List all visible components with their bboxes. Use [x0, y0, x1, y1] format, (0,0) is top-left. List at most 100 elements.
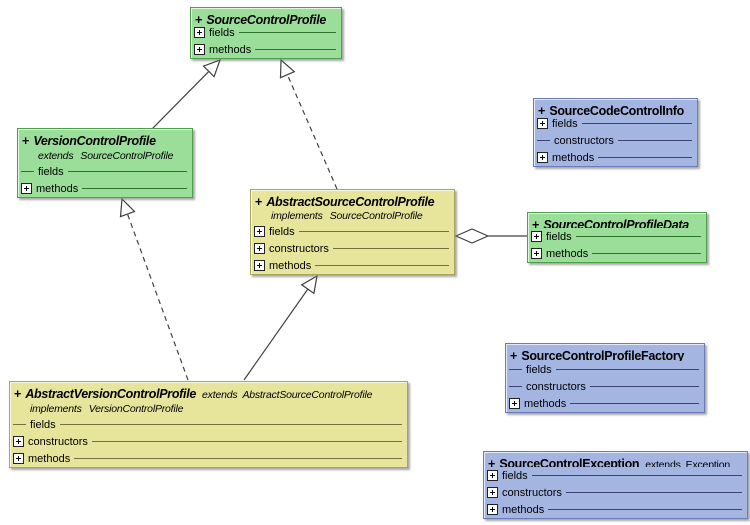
expand-icon[interactable] — [13, 453, 24, 464]
expand-icon[interactable] — [537, 118, 548, 129]
class-title: +SourceControlProfile — [191, 8, 341, 24]
section-label: fields — [209, 26, 235, 39]
section-label: methods — [552, 151, 595, 164]
realization-line — [126, 213, 189, 381]
section-rule — [589, 386, 699, 387]
triangle-arrowhead-icon — [202, 58, 221, 78]
section-label: fields — [30, 418, 56, 431]
extends-keyword: extends — [38, 150, 74, 162]
extends-keyword: extends — [645, 459, 681, 467]
expand-icon[interactable] — [254, 260, 265, 271]
section-label: constructors — [526, 380, 586, 393]
empty-section-icon — [13, 424, 26, 425]
section-rule — [91, 441, 402, 442]
class-name: SourceControlProfileData — [543, 218, 689, 228]
section-rule — [570, 403, 699, 404]
class-title: +SourceCodeControlInfo — [534, 99, 697, 115]
extends-type: AbstractSourceControlProfile — [242, 389, 373, 401]
aggregation-abstractsourcecontrolprofile-to-sourcecontrolprofiledata[interactable] — [454, 228, 527, 244]
section-row-methods: methods — [506, 395, 704, 412]
class-box-sourcecontrolprofiledata[interactable]: +SourceControlProfileData fields methods — [527, 212, 707, 263]
expand-icon[interactable] — [487, 470, 498, 481]
realization-line — [286, 74, 338, 190]
implements-keyword: implements — [30, 403, 82, 415]
visibility-modifier: + — [488, 457, 496, 467]
section-rule — [548, 509, 742, 510]
expand-icon[interactable] — [487, 487, 498, 498]
implements-type: SourceControlProfile — [329, 210, 423, 222]
section-row-methods: methods — [251, 257, 454, 274]
section-row-constructors: constructors — [484, 484, 747, 501]
section-label: fields — [38, 165, 64, 178]
class-box-sourcecontrolprofile[interactable]: +SourceControlProfile fields methods — [190, 7, 342, 59]
triangle-arrowhead-icon — [300, 274, 318, 295]
visibility-modifier: + — [14, 387, 22, 401]
section-label: methods — [209, 43, 252, 56]
section-row-constructors: constructors — [534, 132, 697, 149]
expand-icon[interactable] — [531, 248, 542, 259]
section-rule — [598, 157, 692, 158]
class-box-abstractsourcecontrolprofile[interactable]: +AbstractSourceControlProfile implements… — [250, 189, 455, 275]
class-box-sourcecontrolprofilefactory[interactable]: +SourceControlProfileFactory fields cons… — [505, 343, 705, 413]
extends-clause: extends Exception — [645, 459, 730, 467]
section-label: methods — [36, 182, 79, 195]
section-row-fields: fields — [191, 24, 341, 41]
expand-icon[interactable] — [531, 231, 542, 242]
section-label: constructors — [28, 435, 88, 448]
section-rule — [581, 123, 692, 124]
expand-icon[interactable] — [194, 27, 205, 38]
expand-icon[interactable] — [254, 243, 265, 254]
class-box-sourcecodecontrolinfo[interactable]: +SourceCodeControlInfo fields constructo… — [533, 98, 698, 167]
class-box-versioncontrolprofile[interactable]: +VersionControlProfile extends SourceCont… — [17, 128, 193, 198]
section-rule — [82, 188, 187, 189]
expand-icon[interactable] — [509, 398, 520, 409]
section-row-fields: fields — [251, 223, 454, 240]
realization-abstractversioncontrolprofile-to-versioncontrolprofile[interactable] — [119, 197, 189, 381]
visibility-modifier: + — [195, 13, 203, 24]
expand-icon[interactable] — [487, 504, 498, 515]
section-row-methods: methods — [534, 149, 697, 166]
section-row-methods: methods — [528, 245, 706, 262]
extends-type: Exception — [685, 459, 731, 467]
empty-section-icon — [21, 171, 34, 172]
class-name: SourceCodeControlInfo — [549, 104, 684, 115]
section-row-fields: fields — [18, 163, 192, 180]
section-rule — [238, 32, 336, 33]
realization-abstractsourcecontrolprofile-to-sourcecontrolprofile[interactable] — [279, 58, 338, 190]
section-label: constructors — [502, 486, 562, 499]
section-label: fields — [502, 469, 528, 482]
section-rule — [565, 492, 742, 493]
class-name: SourceControlProfile — [206, 13, 327, 24]
section-row-methods: methods — [10, 450, 407, 467]
triangle-arrowhead-icon — [279, 58, 296, 79]
class-title: +SourceControlProfileFactory — [506, 344, 704, 361]
section-rule — [332, 248, 449, 249]
class-title: +AbstractSourceControlProfile — [251, 190, 454, 210]
generalization-line — [151, 70, 210, 130]
expand-icon[interactable] — [21, 183, 32, 194]
expand-icon[interactable] — [537, 152, 548, 163]
section-row-fields: fields — [534, 115, 697, 132]
extends-clause: extends SourceControlProfile — [18, 150, 192, 163]
section-rule — [298, 231, 449, 232]
expand-icon[interactable] — [13, 436, 24, 447]
aggregation-diamond-icon — [454, 228, 490, 244]
generalization-versioncontrolprofile-to-sourcecontrolprofile[interactable] — [151, 58, 221, 130]
section-rule — [255, 49, 336, 50]
empty-section-icon — [509, 369, 522, 370]
implements-keyword: implements — [271, 210, 323, 222]
generalization-line — [243, 288, 309, 381]
generalization-abstractversioncontrolprofile-to-abstractsourcecontrolprofile[interactable] — [243, 274, 318, 381]
class-title: +SourceControlProfileData — [528, 213, 706, 228]
section-rule — [74, 458, 402, 459]
expand-icon[interactable] — [254, 226, 265, 237]
section-row-constructors: constructors — [251, 240, 454, 257]
expand-icon[interactable] — [194, 44, 205, 55]
class-title: +VersionControlProfile — [18, 129, 192, 150]
section-row-fields: fields — [484, 467, 747, 484]
extends-type: SourceControlProfile — [80, 150, 174, 162]
